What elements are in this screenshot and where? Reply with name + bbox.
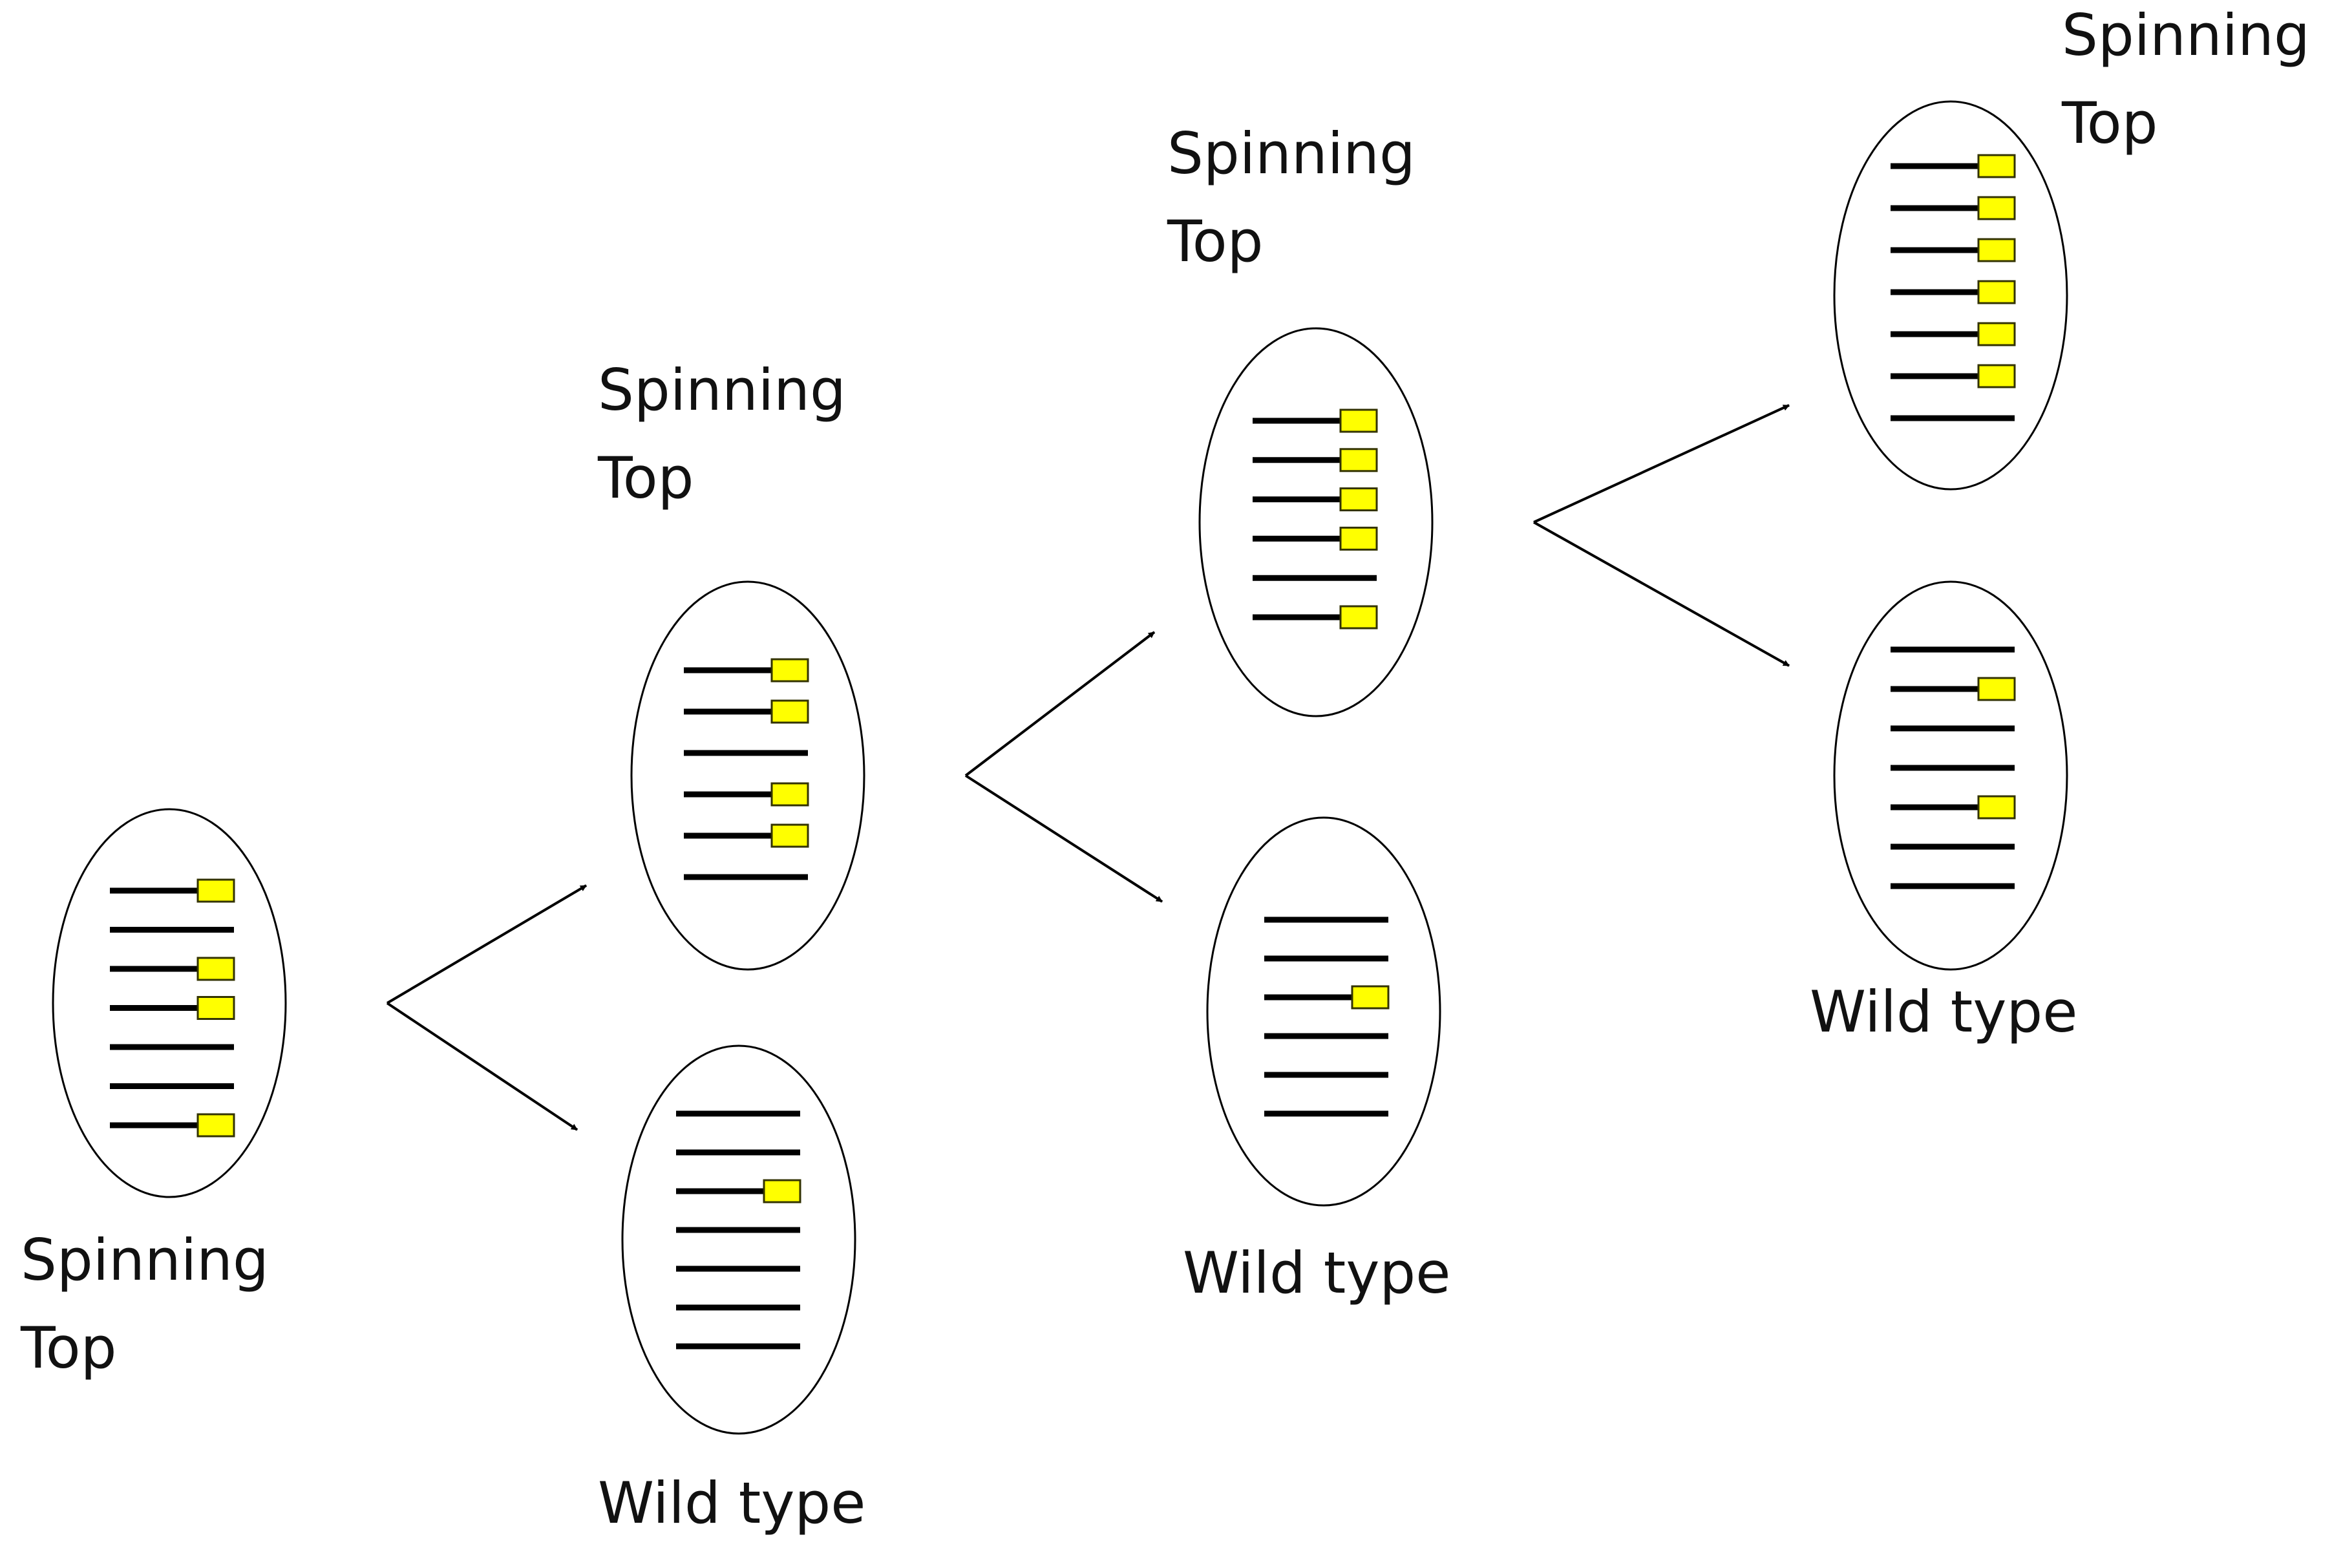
yellow-marker (1339, 408, 1378, 433)
cell-gen0 (52, 808, 287, 1198)
cell-label-line: Top (597, 445, 694, 511)
yellow-marker (1977, 154, 2016, 178)
cell-label-line: Spinning (21, 1227, 269, 1293)
yellow-marker (1339, 448, 1378, 472)
yellow-marker (1339, 487, 1378, 512)
yellow-marker (770, 782, 809, 807)
cell-label-line: Top (1167, 208, 1264, 275)
yellow-marker (1977, 196, 2016, 220)
cell-label-gen2-bottom: Wild type (1183, 1240, 1450, 1306)
cell-outline (621, 1044, 856, 1435)
cell-gen2-top (1198, 327, 1434, 717)
cell-label-line: Spinning (1167, 120, 1415, 187)
yellow-marker (770, 699, 809, 724)
cell-gen3-top (1833, 100, 2068, 491)
cell-label-line: Spinning (2062, 2, 2310, 69)
cell-outline (1833, 100, 2068, 491)
cell-label-line: Wild type (1810, 979, 2077, 1045)
branch-arrow (964, 774, 1163, 903)
yellow-marker (196, 996, 235, 1020)
cell-gen2-bottom (1206, 816, 1441, 1207)
branch-arrow (964, 631, 1156, 777)
cell-label-gen3-bottom: Wild type (1810, 979, 2077, 1045)
cells (52, 100, 2068, 1435)
branch-arrows (386, 404, 1790, 1131)
cell-outline (1198, 327, 1434, 717)
yellow-marker (763, 1179, 801, 1203)
branch-arrow (386, 884, 588, 1004)
cell-label-line: Wild type (598, 1470, 865, 1536)
yellow-marker (1339, 605, 1378, 630)
cell-gen1-top (630, 580, 865, 971)
branch-arrow (386, 1002, 578, 1131)
yellow-marker (1977, 677, 2016, 701)
yellow-marker (770, 658, 809, 683)
cell-outline (52, 808, 287, 1198)
cell-label-line: Spinning (598, 357, 846, 423)
yellow-marker (1351, 985, 1390, 1010)
yellow-marker (1977, 364, 2016, 388)
yellow-marker (196, 878, 235, 903)
cell-outline (630, 580, 865, 971)
cell-label-line: Top (2061, 90, 2158, 156)
cell-outline (1206, 816, 1441, 1207)
cell-outline (1833, 580, 2068, 971)
yellow-marker (1977, 238, 2016, 262)
cell-gen3-bottom (1833, 580, 2068, 971)
cell-label-line: Top (20, 1315, 117, 1381)
cell-label-gen1-bottom: Wild type (598, 1470, 865, 1536)
yellow-marker (1977, 322, 2016, 346)
branch-arrow (1533, 404, 1790, 524)
yellow-marker (1977, 795, 2016, 820)
yellow-marker (196, 957, 235, 981)
branch-arrow (1533, 521, 1790, 667)
yellow-marker (770, 823, 809, 848)
cell-gen1-bottom (621, 1044, 856, 1435)
yellow-marker (1977, 280, 2016, 304)
yellow-marker (196, 1113, 235, 1138)
cell-label-line: Wild type (1183, 1240, 1450, 1306)
yellow-marker (1339, 526, 1378, 551)
